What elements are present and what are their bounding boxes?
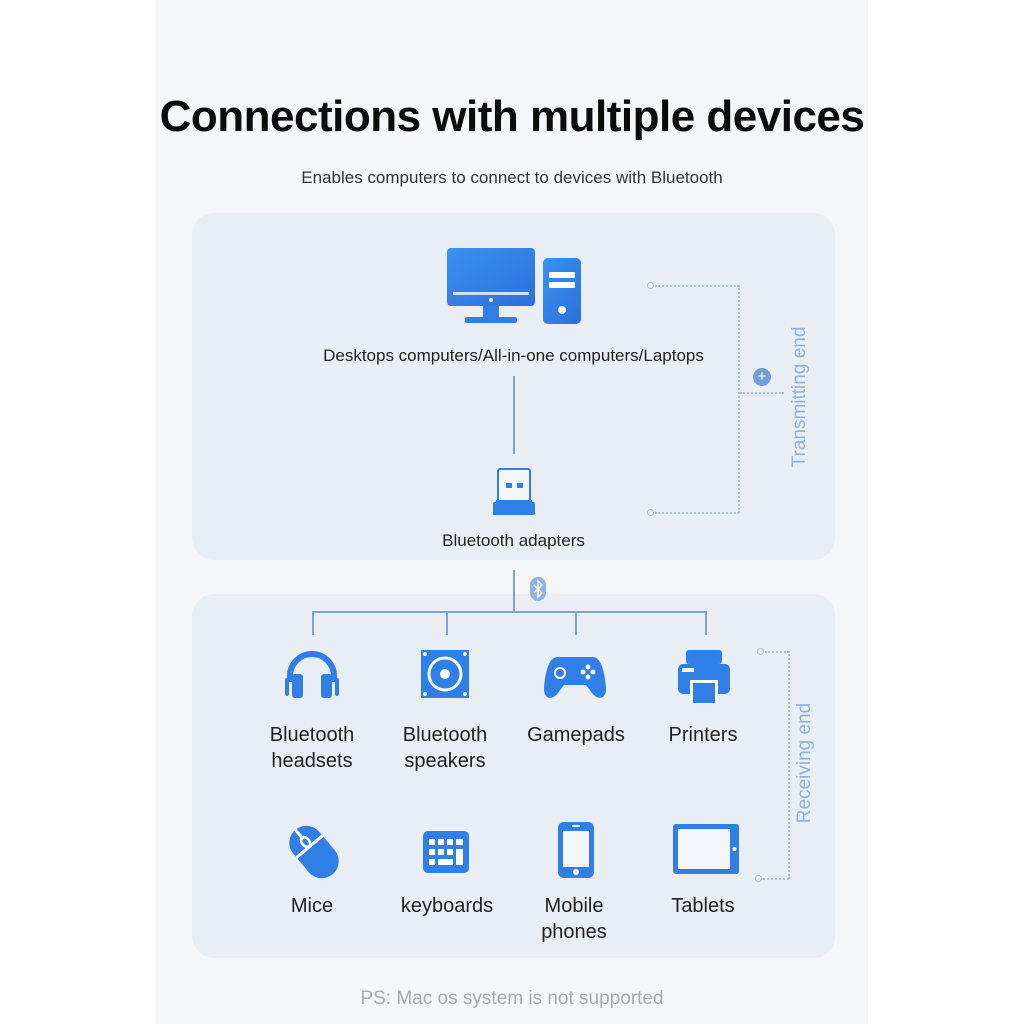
bracket-end bbox=[647, 509, 654, 516]
device-label: Gamepads bbox=[527, 724, 625, 746]
tablet-icon bbox=[673, 824, 739, 874]
bracket-end bbox=[647, 282, 654, 289]
bracket-line bbox=[763, 878, 789, 880]
device-label: Bluetooth headsets bbox=[269, 724, 355, 772]
bracket-line bbox=[788, 651, 790, 879]
computers-label: Desktops computers/All-in-one computers/… bbox=[323, 346, 704, 365]
connector-line bbox=[705, 611, 707, 635]
connector-line bbox=[513, 376, 515, 454]
device-label: Bluetooth speakers bbox=[402, 724, 488, 772]
speaker-icon bbox=[421, 650, 469, 698]
subtitle: Enables computers to connect to devices … bbox=[301, 168, 723, 187]
gamepad-icon bbox=[544, 655, 606, 701]
bracket-end bbox=[757, 648, 764, 655]
keyboard-icon bbox=[423, 831, 469, 873]
computer-icon bbox=[445, 246, 585, 328]
plus-icon: + bbox=[753, 368, 771, 386]
bracket-line bbox=[738, 285, 740, 513]
bracket-line bbox=[655, 512, 739, 514]
device-label: Tablets bbox=[671, 895, 735, 917]
phone-icon bbox=[558, 822, 594, 878]
footnote: PS: Mac os system is not supported bbox=[360, 988, 664, 1009]
bluetooth-icon bbox=[530, 577, 546, 601]
headset-icon bbox=[282, 648, 342, 700]
receiving-end-label: Receiving end bbox=[794, 702, 815, 824]
bracket-line bbox=[655, 285, 739, 287]
device-label: Printers bbox=[668, 724, 738, 746]
transmitting-end-label: Transmitting end bbox=[789, 326, 810, 468]
connector-line bbox=[513, 570, 515, 612]
bracket-line bbox=[765, 651, 789, 653]
device-label: Mice bbox=[290, 895, 334, 917]
bracket-end bbox=[755, 875, 762, 882]
bracket-line bbox=[740, 392, 784, 394]
connector-line bbox=[312, 611, 707, 613]
printer-icon bbox=[678, 650, 730, 706]
device-label: keyboards bbox=[400, 895, 494, 917]
page-title: Connections with multiple devices bbox=[159, 92, 865, 141]
adapter-label: Bluetooth adapters bbox=[442, 531, 585, 550]
connector-line bbox=[312, 611, 314, 635]
usb-adapter-icon bbox=[493, 468, 535, 516]
mouse-icon bbox=[283, 821, 345, 883]
connector-line bbox=[446, 611, 448, 635]
device-label: Mobile phones bbox=[541, 895, 607, 943]
connector-line bbox=[575, 611, 577, 635]
